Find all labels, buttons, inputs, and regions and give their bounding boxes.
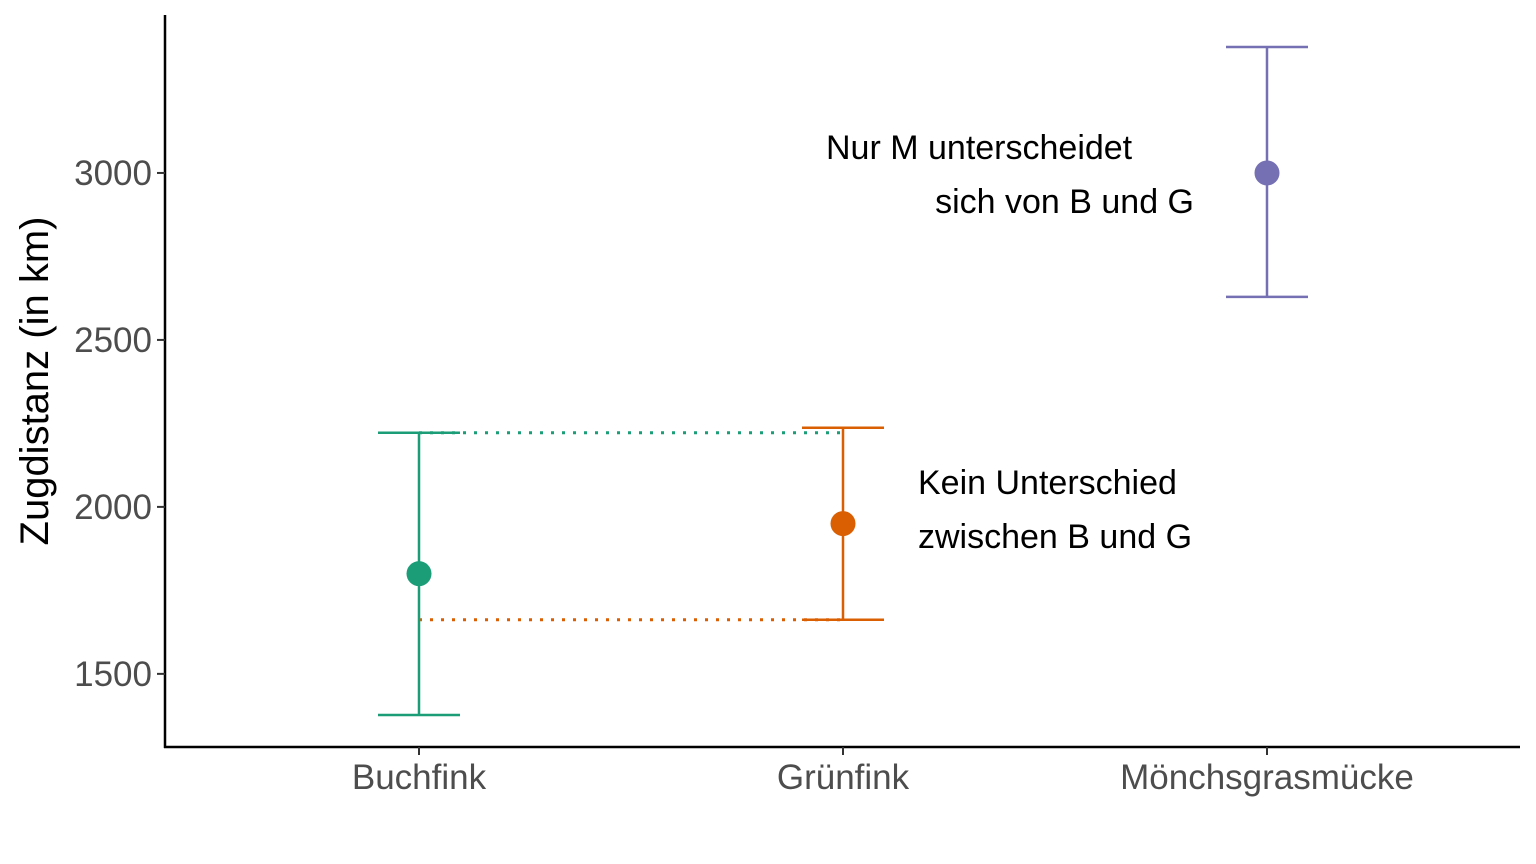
y-tick-label: 1500 — [74, 655, 152, 694]
mean-point — [406, 561, 432, 587]
y-ticks: 1500 2000 2500 3000 — [74, 154, 165, 694]
x-tick-label: Mönchsgrasmücke — [1120, 758, 1414, 797]
y-tick-label: 2500 — [74, 321, 152, 360]
mean-point — [1254, 160, 1280, 186]
mean-point — [830, 511, 856, 537]
annotation-m-line2: sich von B und G — [935, 183, 1194, 221]
x-ticks: Buchfink Grünfink Mönchsgrasmücke — [352, 747, 1414, 797]
x-tick-label: Grünfink — [777, 758, 910, 797]
x-tick-label: Buchfink — [352, 758, 487, 797]
annotation-m-line1: Nur M unterscheidet — [826, 129, 1133, 167]
y-axis-title: Zugdistanz (in km) — [13, 217, 57, 546]
annotation-bg-line1: Kein Unterschied — [918, 464, 1177, 502]
plot-marks — [378, 45, 1308, 717]
annotation-bg-line2: zwischen B und G — [918, 518, 1192, 556]
y-tick-label: 3000 — [74, 154, 152, 193]
y-tick-label: 2000 — [74, 488, 152, 527]
